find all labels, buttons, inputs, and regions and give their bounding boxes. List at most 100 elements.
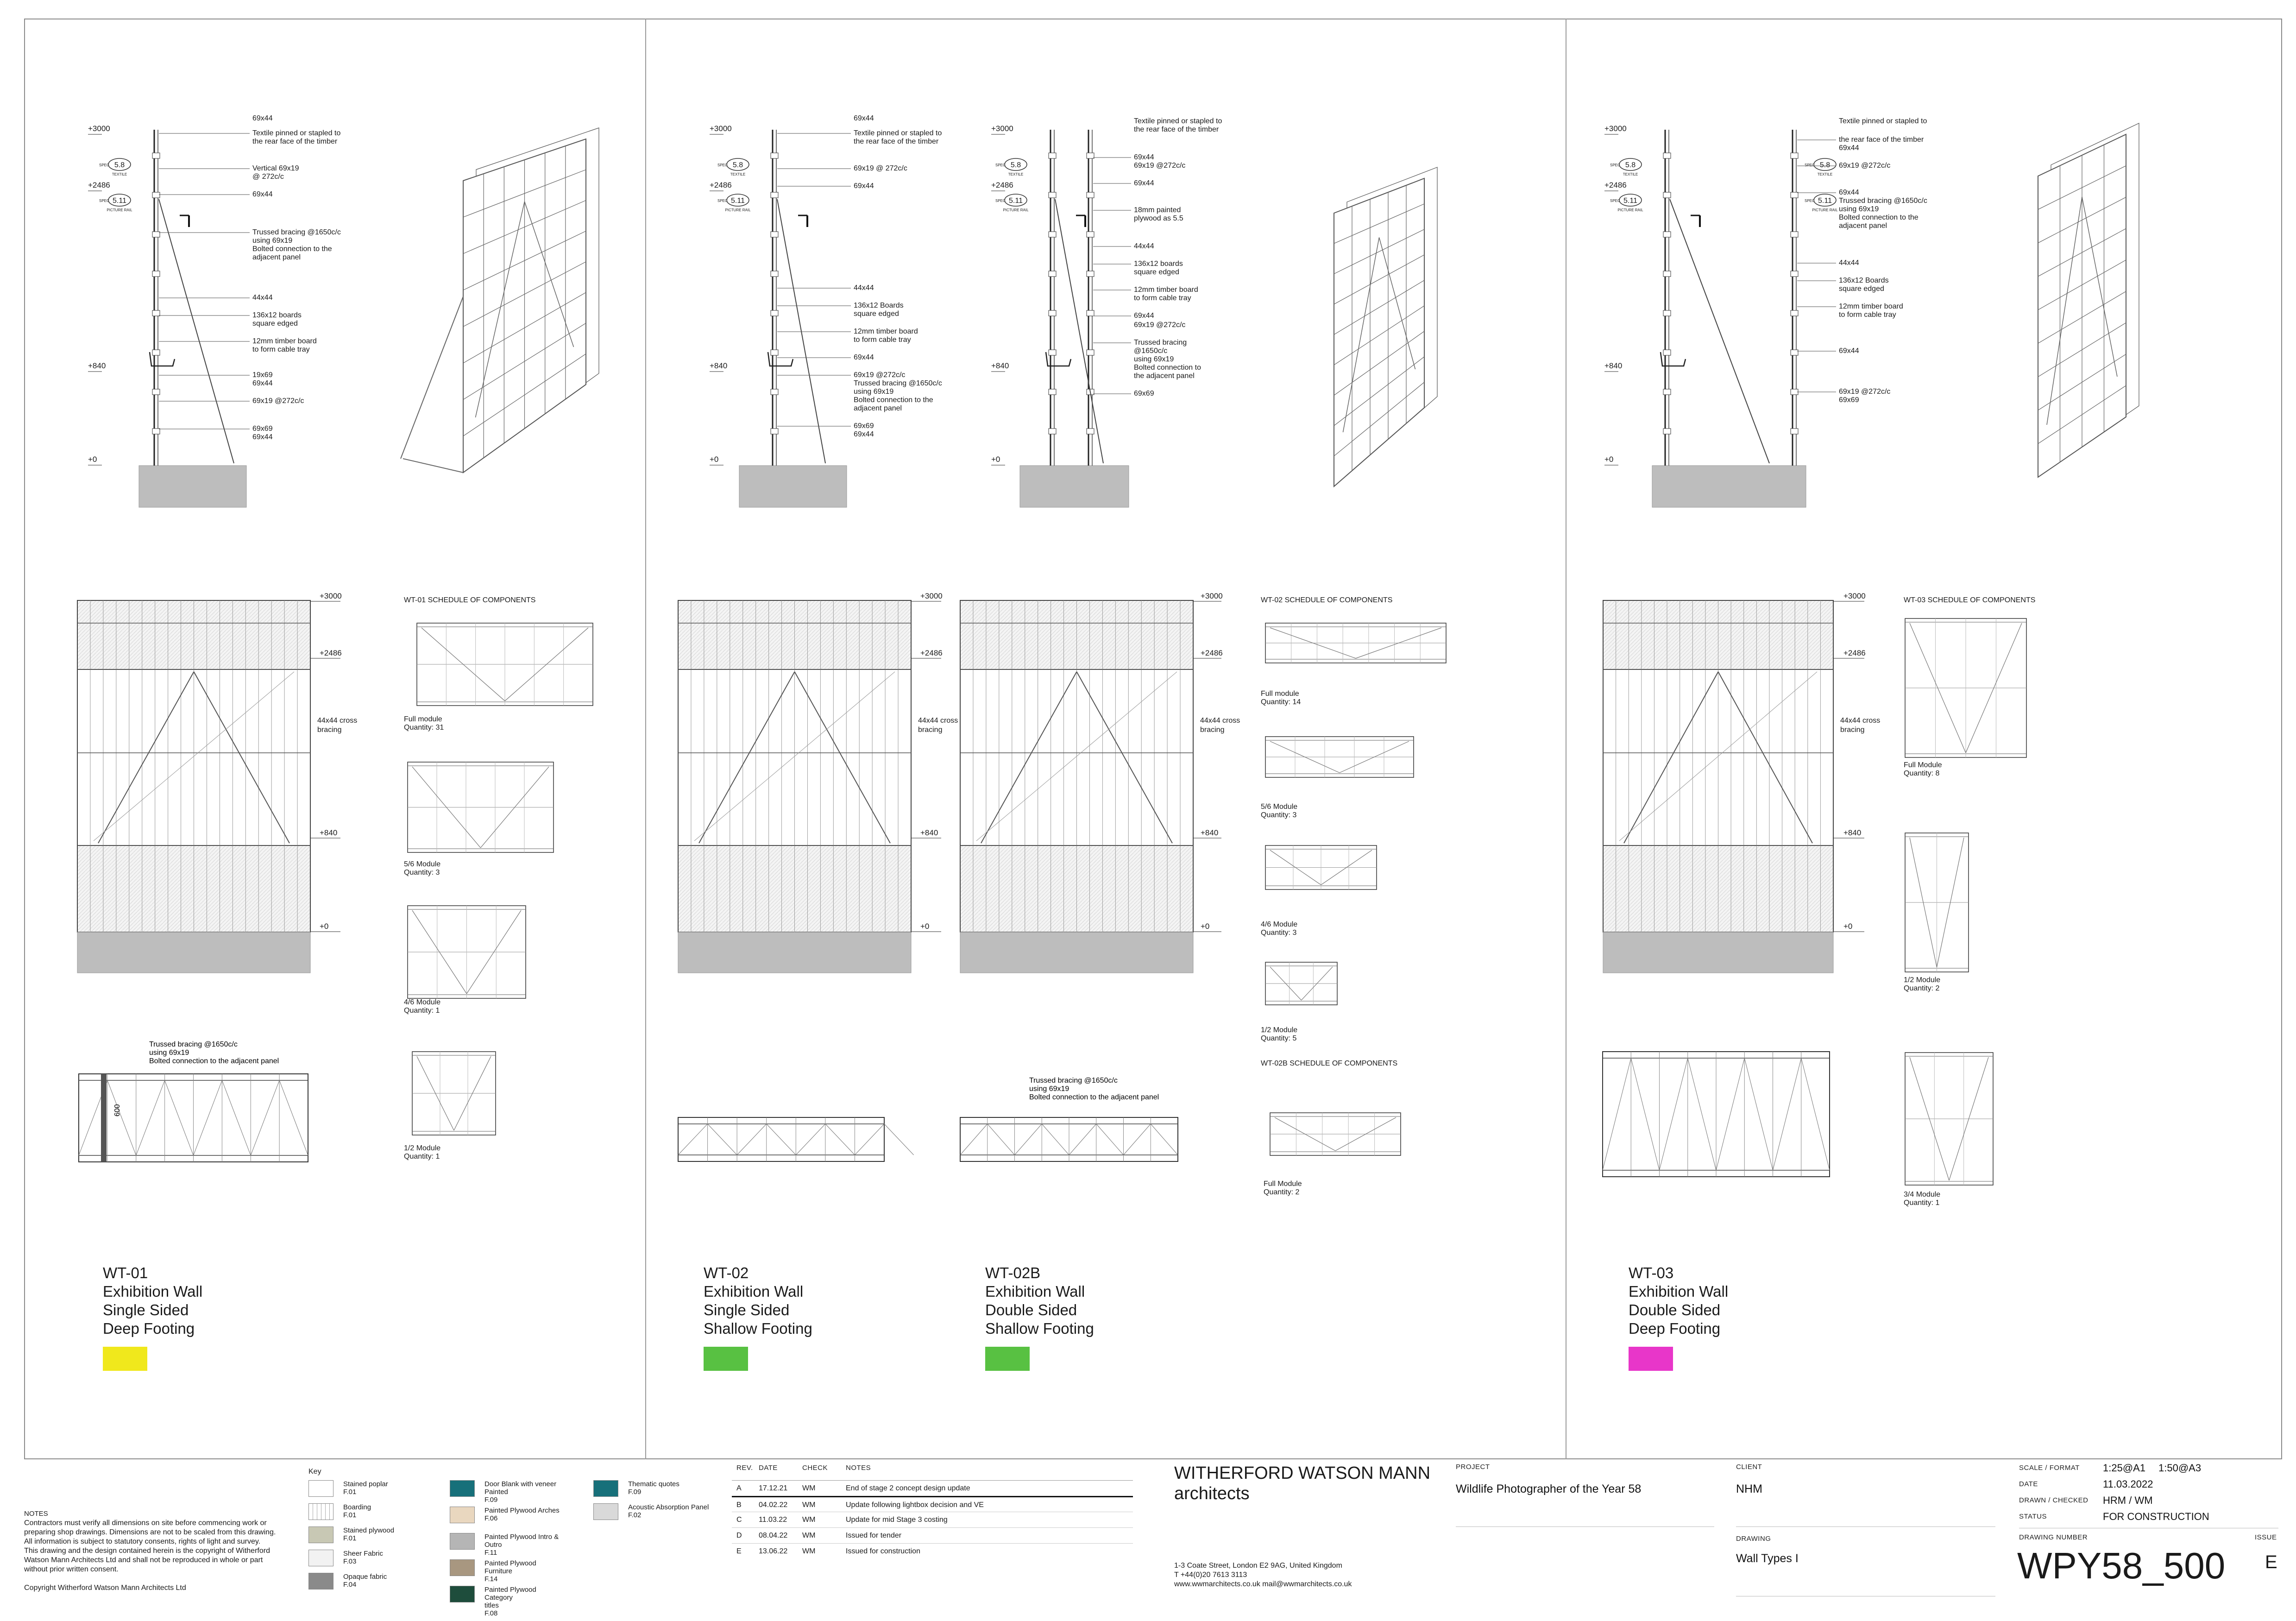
level-label: +0 [1843,922,1852,931]
component-note: Textile pinned or stapled to [854,129,942,137]
wall-type-line: Exhibition Wall [985,1283,1085,1300]
plan-note-line1: Trussed bracing @1650c/c [1029,1077,1118,1085]
key-label-line: F.06 [484,1514,498,1522]
spec-tag-sub: TEXTILE [1623,172,1638,177]
revision-cell: 13.06.22 [759,1547,788,1555]
component-note: Textile pinned or stapled to [1839,117,1927,125]
component-note: 19x69 [252,371,273,379]
status-value: FOR CONSTRUCTION [2103,1511,2209,1522]
iso-wt02b-rail [1334,229,1425,274]
spec-tag [726,158,749,171]
iso-wt01-rail [463,353,586,436]
plan-brace [766,1123,796,1155]
schedule-module-brace [1274,1117,1336,1151]
key-swatch [308,1526,333,1543]
plan-end-post [101,1074,107,1162]
component-note: Textile pinned or stapled to [252,129,340,137]
plan-brace [1744,1058,1773,1171]
elevation-bracing [93,671,295,841]
key-swatch [308,1480,333,1497]
component-note: 69x44 [854,114,874,122]
date-label: DATE [2019,1480,2038,1488]
web-line: www.wwmarchitects.co.uk mail@wwmarchitec… [1174,1580,1352,1588]
plan-brace [1096,1123,1124,1155]
iso-wt02b-rail [1334,280,1425,335]
schedule-title: WT-01 SCHEDULE OF COMPONENTS [404,596,535,604]
key-label-line: Painted [484,1488,508,1496]
schedule-module-brace [421,627,505,701]
bracing [777,199,826,464]
timber-block [1086,310,1095,316]
spec-tag [1619,194,1642,207]
elevation-bracing [981,671,1077,844]
wall-type-line: Shallow Footing [704,1320,812,1337]
note-line: without prior written consent. [24,1565,119,1573]
notes-heading: NOTES [24,1510,48,1518]
component-note: Trussed bracing [1134,339,1187,347]
cable-tray [149,352,176,367]
timber-block [1086,152,1095,159]
schedule-module-name: 5/6 Module [1261,803,1297,811]
component-note: the adjacent panel [1134,372,1195,380]
wall-type-id: WT-02B [985,1264,1041,1281]
plan-brace [987,1123,1015,1155]
wall-type-swatch [985,1347,1030,1371]
project-label: PROJECT [1456,1463,1490,1471]
note-line: preparing shop drawings. Dimensions are … [24,1528,276,1536]
level-label: +0 [991,455,1000,464]
component-note: 69x44 [1839,144,1859,152]
schedule-module-brace [416,1056,454,1131]
rev-header: DATE [759,1464,778,1472]
cable-tray [1660,352,1686,367]
level-label: +2486 [88,181,110,189]
drawing-number: WPY58_500 [2017,1545,2226,1586]
level-label: +3000 [1201,592,1223,600]
schedule-module-brace [1909,837,1937,968]
plan-brace [1716,1058,1745,1171]
level-label: +3000 [1843,592,1866,600]
iso-wt02b-rail [1334,382,1425,456]
elevation-bracing [98,671,195,844]
bracing [1669,199,1770,464]
schedule-module-quantity: Quantity: 2 [1904,984,1939,992]
component-note: 18mm painted [1134,206,1181,214]
plan-brace [707,1123,737,1155]
timber-block [1086,349,1095,356]
spec-tag-value: 5.8 [114,161,125,169]
key-swatch [450,1586,475,1602]
timber-block [770,192,779,198]
schedule-module-quantity: Quantity: 1 [1904,1199,1939,1207]
schedule-module-quantity: Quantity: 3 [404,869,440,877]
level-label: +840 [1843,828,1861,837]
timber-block [1048,310,1057,316]
spec-tag-value: 5.11 [1009,197,1023,205]
plan-note-line3: Bolted connection to the adjacent panel [1029,1093,1159,1101]
revision-cell: Update for mid Stage 3 costing [846,1516,948,1524]
timber-block [1663,152,1671,159]
iso-wt01-rail [463,292,586,364]
spec-tag-prefix: SPEC [717,163,728,167]
timber-block [770,310,779,316]
timber-block [1086,428,1095,435]
timber-block [152,152,160,159]
spec-tag-sub: PICTURE RAIL [107,208,132,212]
note-line: This drawing and the design contained he… [24,1547,270,1555]
component-note: 69x19 @272c/c [1839,162,1890,170]
timber-block [1790,349,1799,356]
component-note: Vertical 69x19 [252,164,299,172]
timber-block [1790,271,1799,277]
level-label: +0 [710,455,718,464]
component-note: adjacent panel [854,404,902,412]
plan-brace [1602,1058,1631,1171]
spec-tag-value: 5.8 [733,161,743,169]
key-label-line: F.01 [343,1488,357,1496]
schedule-module-name: Full Module [1264,1180,1302,1188]
component-note: using 69x19 [1134,355,1174,363]
spec-tag-value: 5.8 [1820,161,1830,169]
